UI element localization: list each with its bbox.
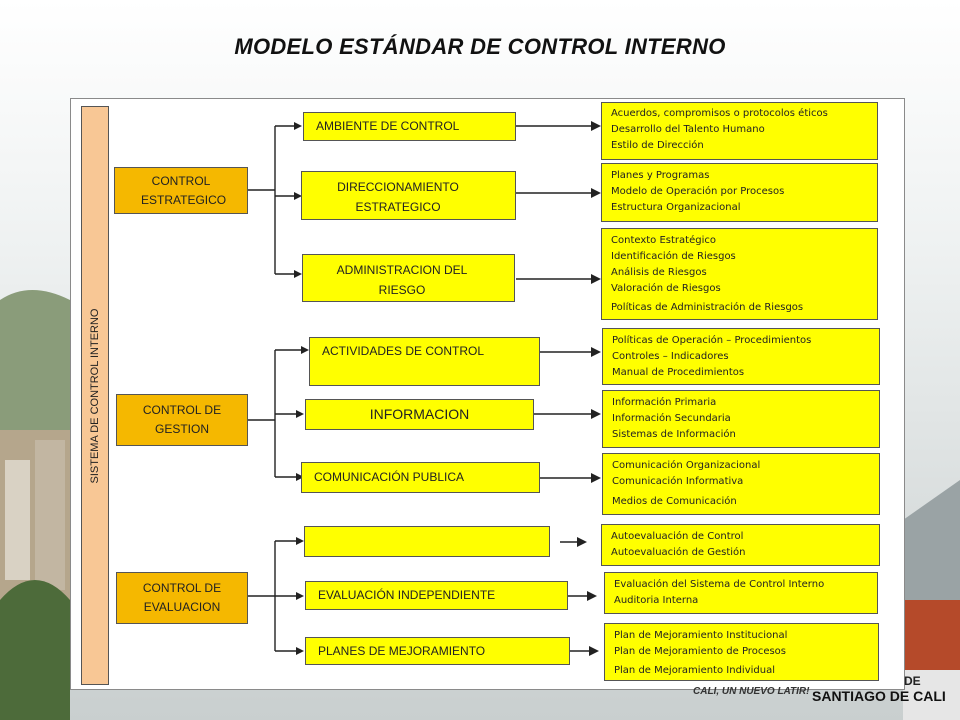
- element-item: Comunicación Informativa: [612, 476, 744, 487]
- footer-slogan: CALI, UN NUEVO LATIR!: [693, 686, 810, 697]
- elements-informacion: Información Primaria Información Secunda…: [602, 390, 880, 448]
- element-item: Auditoria Interna: [614, 595, 699, 606]
- element-item: Análisis de Riesgos: [611, 267, 707, 278]
- group-control-gestion: CONTROL DE GESTION: [116, 394, 248, 446]
- group-control-evaluacion: CONTROL DE EVALUACION: [116, 572, 248, 624]
- component-direccionamiento-estrategico: DIRECCIONAMIENTO ESTRATEGICO: [301, 171, 516, 220]
- component-label: EVALUACIÓN INDEPENDIENTE: [318, 588, 496, 602]
- group-label: CONTROL DE EVALUACION: [142, 581, 222, 614]
- element-item: Contexto Estratégico: [611, 235, 716, 246]
- element-item: Información Secundaria: [612, 413, 731, 424]
- component-label: COMUNICACIÓN PUBLICA: [314, 470, 465, 484]
- component-label: INFORMACION: [369, 406, 470, 422]
- component-label: PLANES DE MEJORAMIENTO: [318, 644, 486, 658]
- elements-administracion-del-riesgo: Contexto Estratégico Identificación de R…: [601, 228, 878, 320]
- component-planes-de-mejoramiento: PLANES DE MEJORAMIENTO: [305, 637, 570, 665]
- element-item: Controles – Indicadores: [612, 351, 729, 362]
- group-label: CONTROL DE GESTION: [142, 403, 222, 436]
- component-label: DIRECCIONAMIENTO ESTRATEGICO: [337, 180, 459, 214]
- footer-de: DE: [904, 674, 921, 688]
- element-item: Planes y Programas: [611, 170, 710, 181]
- system-label-bar: SISTEMA DE CONTROL INTERNO: [81, 106, 109, 685]
- page-title: MODELO ESTÁNDAR DE CONTROL INTERNO: [234, 34, 726, 59]
- elements-comunicacion-publica: Comunicación Organizacional Comunicación…: [602, 453, 880, 515]
- component-actividades-de-control: ACTIVIDADES DE CONTROL: [309, 337, 540, 386]
- component-comunicacion-publica: COMUNICACIÓN PUBLICA: [301, 462, 540, 493]
- element-item: Modelo de Operación por Procesos: [611, 186, 785, 197]
- bracket-gestion: [248, 349, 303, 478]
- elements-evaluacion-independiente: Evaluación del Sistema de Control Intern…: [604, 572, 878, 614]
- element-item: Plan de Mejoramiento Institucional: [614, 630, 788, 641]
- component-autoevaluacion: AUTOEVALUACIÓN: [304, 526, 550, 557]
- element-item: Políticas de Operación – Procedimientos: [612, 335, 812, 346]
- element-item: Autoevaluación de Control: [611, 531, 744, 542]
- footer-city: SANTIAGO DE CALI: [812, 688, 946, 704]
- group-control-estrategico: CONTROL ESTRATEGICO: [114, 167, 248, 214]
- component-label: AMBIENTE DE CONTROL: [316, 119, 460, 133]
- component-ambiente-de-control: AMBIENTE DE CONTROL: [303, 112, 516, 141]
- component-label: ACTIVIDADES DE CONTROL: [322, 344, 485, 358]
- component-label: AUTOEVALUACIÓN: [317, 533, 439, 548]
- component-administracion-del-riesgo: ADMINISTRACION DEL RIESGO: [302, 254, 515, 302]
- component-label: ADMINISTRACION DEL RIESGO: [336, 263, 468, 297]
- element-item: Evaluación del Sistema de Control Intern…: [614, 579, 825, 590]
- element-item: Estructura Organizacional: [611, 202, 741, 213]
- element-item: Comunicación Organizacional: [612, 460, 761, 471]
- element-item: Autoevaluación de Gestión: [611, 547, 746, 558]
- element-item: Identificación de Riesgos: [611, 251, 736, 262]
- bracket-evaluacion: [248, 540, 297, 652]
- elements-direccionamiento-estrategico: Planes y Programas Modelo de Operación p…: [601, 163, 878, 222]
- element-item: Plan de Mejoramiento de Procesos: [614, 646, 787, 657]
- element-item: Información Primaria: [612, 397, 717, 408]
- element-item: Plan de Mejoramiento Individual: [614, 665, 775, 676]
- element-item: Acuerdos, compromisos o protocolos ético…: [611, 108, 828, 119]
- elements-ambiente-de-control: Acuerdos, compromisos o protocolos ético…: [601, 102, 878, 160]
- elements-planes-de-mejoramiento: Plan de Mejoramiento Institucional Plan …: [604, 623, 879, 681]
- component-informacion: INFORMACION: [305, 399, 534, 430]
- element-item: Estilo de Dirección: [611, 140, 704, 151]
- group-label: CONTROL ESTRATEGICO: [141, 173, 227, 207]
- element-item: Desarrollo del Talento Humano: [611, 124, 765, 135]
- elements-autoevaluacion: Autoevaluación de Control Autoevaluación…: [601, 524, 880, 566]
- element-item: Valoración de Riesgos: [611, 283, 721, 294]
- elements-actividades-de-control: Políticas de Operación – Procedimientos …: [602, 328, 880, 385]
- element-item: Sistemas de Información: [612, 429, 736, 440]
- bracket-strategic: [248, 125, 296, 275]
- component-evaluacion-independiente: EVALUACIÓN INDEPENDIENTE: [305, 581, 568, 610]
- element-item: Políticas de Administración de Riesgos: [611, 302, 804, 313]
- element-item: Manual de Procedimientos: [612, 367, 745, 378]
- element-item: Medios de Comunicación: [612, 496, 737, 507]
